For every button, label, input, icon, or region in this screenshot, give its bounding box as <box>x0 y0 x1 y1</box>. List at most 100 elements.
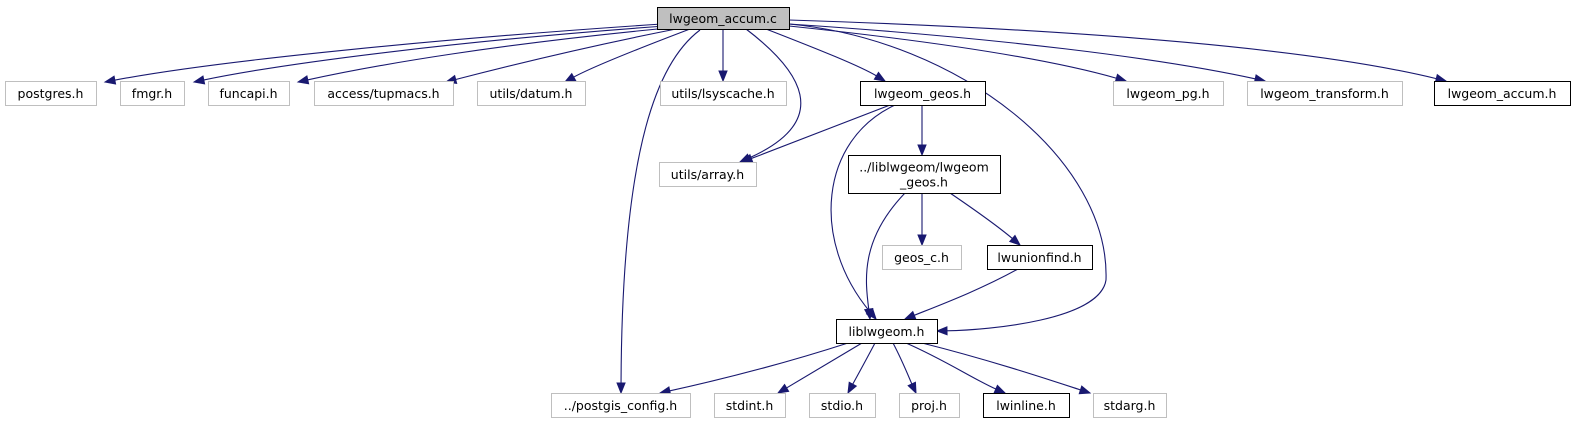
node-label: ../liblwgeom/lwgeom <box>859 160 989 175</box>
node-box <box>477 81 586 106</box>
node-lwgeom-transform: lwgeom_transform.h <box>1247 81 1403 106</box>
node-label: lwgeom_transform.h <box>1260 86 1389 101</box>
node-box <box>314 81 454 106</box>
edge-line <box>745 28 802 159</box>
edge-root-to-lwgeom_geos <box>765 28 887 82</box>
node-root: lwgeom_accum.c <box>657 7 790 30</box>
arrowhead-icon <box>847 381 858 395</box>
edge-line <box>788 23 1107 332</box>
node-label: postgres.h <box>18 86 84 101</box>
node-lwinline[interactable]: lwinline.h <box>983 393 1070 418</box>
node-box <box>1093 393 1167 418</box>
node-lwgeom-accum-h[interactable]: lwgeom_accum.h <box>1434 81 1571 106</box>
node-postgis-config: ../postgis_config.h <box>551 393 691 418</box>
edge-root-to-postgres <box>103 23 663 85</box>
node-lwgeom-geos[interactable]: lwgeom_geos.h <box>860 81 986 106</box>
node-tupmacs: access/tupmacs.h <box>314 81 454 106</box>
edge-line <box>202 25 666 81</box>
node-box <box>120 81 185 106</box>
arrowhead-icon <box>907 381 917 395</box>
node-box <box>714 393 786 418</box>
node-label: utils/datum.h <box>490 86 573 101</box>
edge-root-to-liblwgeom <box>788 23 1107 336</box>
edge-line <box>851 342 876 386</box>
edge-line <box>913 268 1019 317</box>
node-label: utils/array.h <box>671 167 744 182</box>
arrowhead-icon <box>917 144 927 157</box>
node-label: funcapi.h <box>219 86 277 101</box>
edge-root-to-postgis_config <box>616 29 701 395</box>
node-lib-geos[interactable]: ../liblwgeom/lwgeom_geos.h <box>848 155 1001 194</box>
node-liblwgeom[interactable]: liblwgeom.h <box>836 319 938 344</box>
edge-root-to-lwgeom_transform <box>788 23 1267 84</box>
node-label: ../postgis_config.h <box>564 398 677 413</box>
node-label: stdarg.h <box>1104 398 1156 413</box>
edge-root-to-funcapi <box>296 27 669 85</box>
edge-lwunionfind-to-liblwgeom <box>903 268 1019 320</box>
node-proj: proj.h <box>899 393 960 418</box>
node-box <box>899 393 960 418</box>
arrowhead-icon <box>616 382 626 395</box>
node-box <box>5 81 97 106</box>
arrowhead-icon <box>863 307 874 321</box>
edge-liblwgeom-to-stdint <box>776 342 863 394</box>
edge-liblwgeom-to-postgis_config <box>658 342 849 396</box>
node-postgres: postgres.h <box>5 81 97 106</box>
node-box <box>987 245 1093 270</box>
node-label: utils/lsyscache.h <box>671 86 774 101</box>
edge-line <box>865 192 906 311</box>
node-stdint: stdint.h <box>714 393 786 418</box>
arrowhead-icon <box>917 234 927 247</box>
edge-line <box>892 342 913 386</box>
arrowhead-icon <box>776 383 790 394</box>
node-label: access/tupmacs.h <box>327 86 439 101</box>
arrowhead-icon <box>993 384 1007 394</box>
node-lwunionfind[interactable]: lwunionfind.h <box>987 245 1093 270</box>
node-label: lwinline.h <box>996 398 1056 413</box>
arrowhead-icon <box>718 70 728 83</box>
edge-line <box>949 192 1014 240</box>
edge-root-to-lsyscache <box>718 29 728 83</box>
edge-line <box>668 342 849 392</box>
edge-lib_geos-to-lwunionfind <box>949 192 1022 246</box>
edge-liblwgeom-to-lwinline <box>905 342 1007 394</box>
edge-line <box>785 342 863 389</box>
arrowhead-icon <box>563 72 577 83</box>
arrowhead-icon <box>192 75 206 85</box>
node-box <box>657 7 790 30</box>
node-label: lwgeom_pg.h <box>1126 86 1209 101</box>
node-box <box>659 162 757 187</box>
edge-line <box>905 342 997 390</box>
edge-liblwgeom-to-stdarg <box>921 342 1092 395</box>
node-box <box>860 81 986 106</box>
edge-line <box>921 342 1082 391</box>
node-datum: utils/datum.h <box>477 81 586 106</box>
node-funcapi: funcapi.h <box>208 81 290 106</box>
edge-lwgeom_geos-to-lib_geos <box>917 105 927 157</box>
node-box <box>1434 81 1571 106</box>
arrowhead-icon <box>903 310 917 320</box>
edge-line <box>306 27 669 81</box>
edge-line <box>788 19 1438 80</box>
node-box <box>809 393 876 418</box>
node-box <box>660 81 787 106</box>
edge-line <box>113 23 663 81</box>
node-box <box>1113 81 1224 106</box>
edge-root-to-lwgeom_pg <box>788 25 1128 83</box>
edge-lib_geos-to-geos_c <box>917 193 927 247</box>
node-box <box>551 393 691 418</box>
edge-lwgeom_geos-to-liblwgeom <box>830 104 896 321</box>
node-array: utils/array.h <box>659 162 757 187</box>
edge-line <box>788 23 1257 80</box>
node-box <box>836 319 938 344</box>
node-box <box>983 393 1070 418</box>
node-label: lwgeom_accum.c <box>669 11 777 26</box>
edge-line <box>572 28 691 79</box>
edge-lib_geos-to-liblwgeom <box>863 192 906 321</box>
node-box <box>882 245 962 270</box>
node-label: _geos.h <box>899 175 948 190</box>
node-label: geos_c.h <box>894 250 949 265</box>
edges-layer <box>103 19 1448 396</box>
edge-line <box>620 29 701 385</box>
